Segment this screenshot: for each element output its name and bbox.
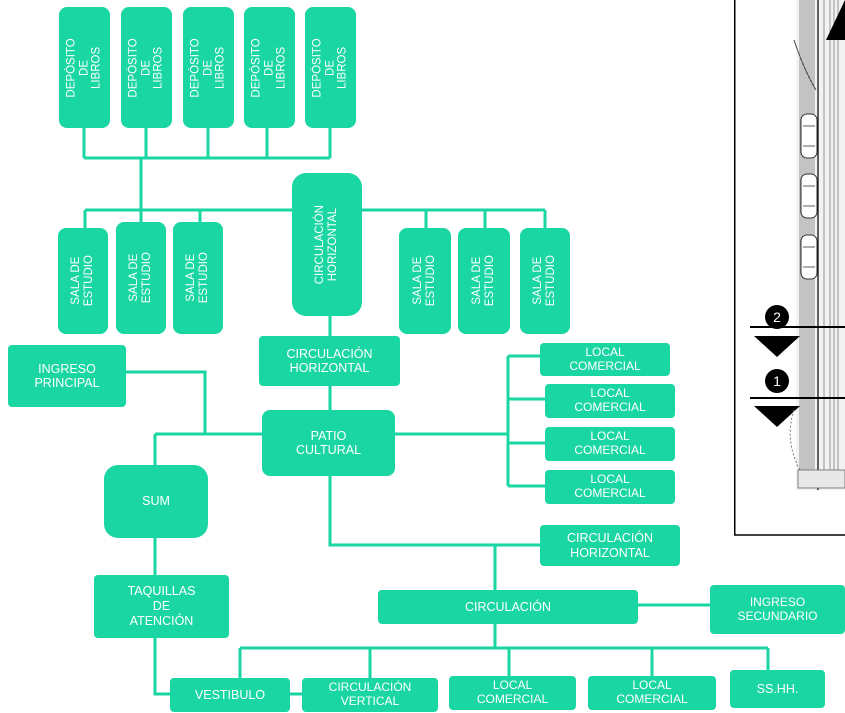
sala-estudio-right-3: SALA DE ESTUDIO [520, 228, 570, 334]
plan-marker-1: 1 [773, 373, 781, 389]
sshh: SS.HH. [730, 670, 825, 708]
local-comercial-1: LOCAL COMERCIAL [540, 343, 670, 376]
taquillas-atencion: TAQUILLAS DE ATENCIÓN [94, 575, 229, 638]
sala-estudio-left-3: SALA DE ESTUDIO [173, 222, 223, 334]
sala-estudio-left-3-label: SALA DE ESTUDIO [185, 252, 210, 304]
circulacion: CIRCULACIÓN [378, 590, 638, 624]
local-comercial-3: LOCAL COMERCIAL [545, 427, 675, 461]
sala-estudio-left-2-label: SALA DE ESTUDIO [128, 252, 153, 304]
ingreso-principal: INGRESO PRINCIPAL [8, 345, 126, 407]
ingreso-secundario: INGRESO SECUNDARIO [710, 585, 845, 634]
deposito-libros-4-label: DEPÓSITO DE LIBROS [250, 37, 288, 98]
sala-estudio-left-1: SALA DE ESTUDIO [58, 228, 108, 334]
sala-estudio-left-2: SALA DE ESTUDIO [116, 222, 166, 334]
vestibulo: VESTIBULO [170, 678, 290, 712]
plan-marker-2: 2 [773, 309, 781, 325]
local-comercial-4: LOCAL COMERCIAL [545, 470, 675, 504]
sala-estudio-right-3-label: SALA DE ESTUDIO [532, 255, 557, 307]
deposito-libros-5: DEPÓSITO DE LIBROS [305, 7, 356, 128]
deposito-libros-5-label: DEPÓSITO DE LIBROS [311, 37, 349, 98]
sala-estudio-right-2: SALA DE ESTUDIO [458, 228, 510, 334]
circulacion-vertical: CIRCULACIÓN VERTICAL [302, 678, 438, 712]
deposito-libros-3: DEPÓSITO DE LIBROS [183, 7, 234, 128]
local-comercial-bottom-1: LOCAL COMERCIAL [449, 676, 576, 710]
site-plan-drawing: 2 1 [734, 0, 845, 536]
deposito-libros-4: DEPÓSITO DE LIBROS [244, 7, 295, 128]
sala-estudio-right-1-label: SALA DE ESTUDIO [412, 255, 437, 307]
deposito-libros-3-label: DEPÓSITO DE LIBROS [189, 37, 227, 98]
circulacion-horizontal-2: CIRCULACIÓN HORIZONTAL [540, 525, 680, 566]
sala-estudio-right-1: SALA DE ESTUDIO [399, 228, 451, 334]
patio-cultural: PATIO CULTURAL [262, 410, 395, 476]
deposito-libros-1: DEPÓSITO DE LIBROS [59, 7, 110, 128]
deposito-libros-2-label: DEPÓSITO DE LIBROS [127, 37, 165, 98]
sala-estudio-left-1-label: SALA DE ESTUDIO [70, 255, 95, 307]
local-comercial-2: LOCAL COMERCIAL [545, 384, 675, 418]
circulacion-horizontal-1: CIRCULACIÓN HORIZONTAL [259, 336, 400, 386]
site-plan: 2 1 [734, 0, 845, 536]
sum-room: SUM [104, 465, 208, 538]
deposito-libros-2: DEPÓSITO DE LIBROS [121, 7, 172, 128]
deposito-libros-1-label: DEPÓSITO DE LIBROS [65, 37, 103, 98]
circulacion-horizontal-vertical-box: CIRCULACIÓN HORIZONTAL [292, 173, 362, 316]
local-comercial-bottom-2: LOCAL COMERCIAL [588, 676, 716, 710]
circulacion-horizontal-vertical-label: CIRCULACIÓN HORIZONTAL [314, 204, 340, 285]
sala-estudio-right-2-label: SALA DE ESTUDIO [471, 255, 496, 307]
